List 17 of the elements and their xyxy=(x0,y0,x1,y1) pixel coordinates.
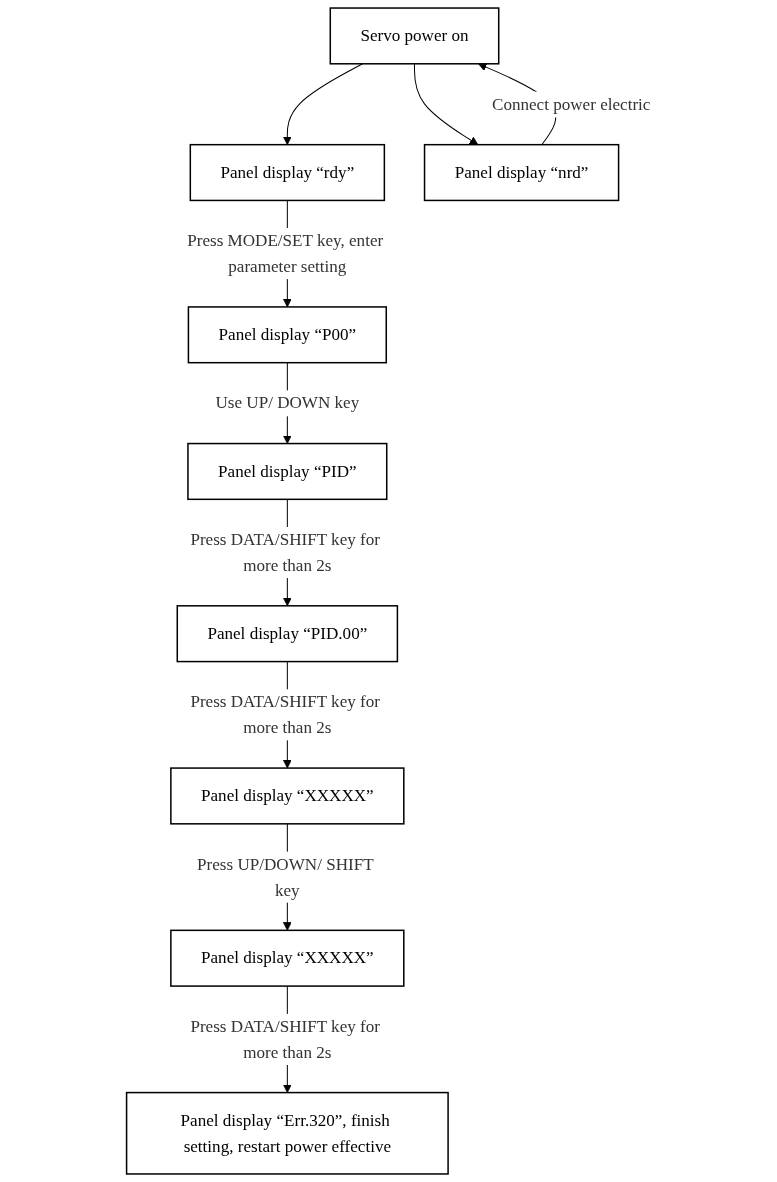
node-box: Panel display “rdy” xyxy=(189,143,386,202)
edge-label: Connect power electric xyxy=(492,94,651,114)
node-box: Panel display “PID.00” xyxy=(176,605,399,663)
edge-label: Press MODE/SET key, enter parameter setting xyxy=(187,231,384,276)
edge-label: Press UP/DOWN/ SHIFT key xyxy=(197,854,374,900)
edge-label: Press DATA/SHIFT key for more than 2s xyxy=(190,529,380,575)
arrow xyxy=(414,63,479,146)
node-box: Panel display “P00” xyxy=(187,306,387,364)
edge-label: Press DATA/SHIFT key for more than 2s xyxy=(190,692,380,737)
edge-label: Use UP/ DOWN key xyxy=(215,393,360,413)
node-box: Panel display “PID” xyxy=(187,442,388,501)
node-box: Panel display “Err.320”, finish setting, restart power effective xyxy=(125,1091,449,1175)
node-box: Servo power on xyxy=(329,7,500,65)
node-box: Panel display “XXXXX” xyxy=(170,929,405,987)
node-box: Panel display “nrd” xyxy=(423,143,620,202)
node-box: Panel display “XXXXX” xyxy=(170,767,405,825)
edge-label: Press DATA/SHIFT key for more than 2s xyxy=(190,1016,380,1062)
